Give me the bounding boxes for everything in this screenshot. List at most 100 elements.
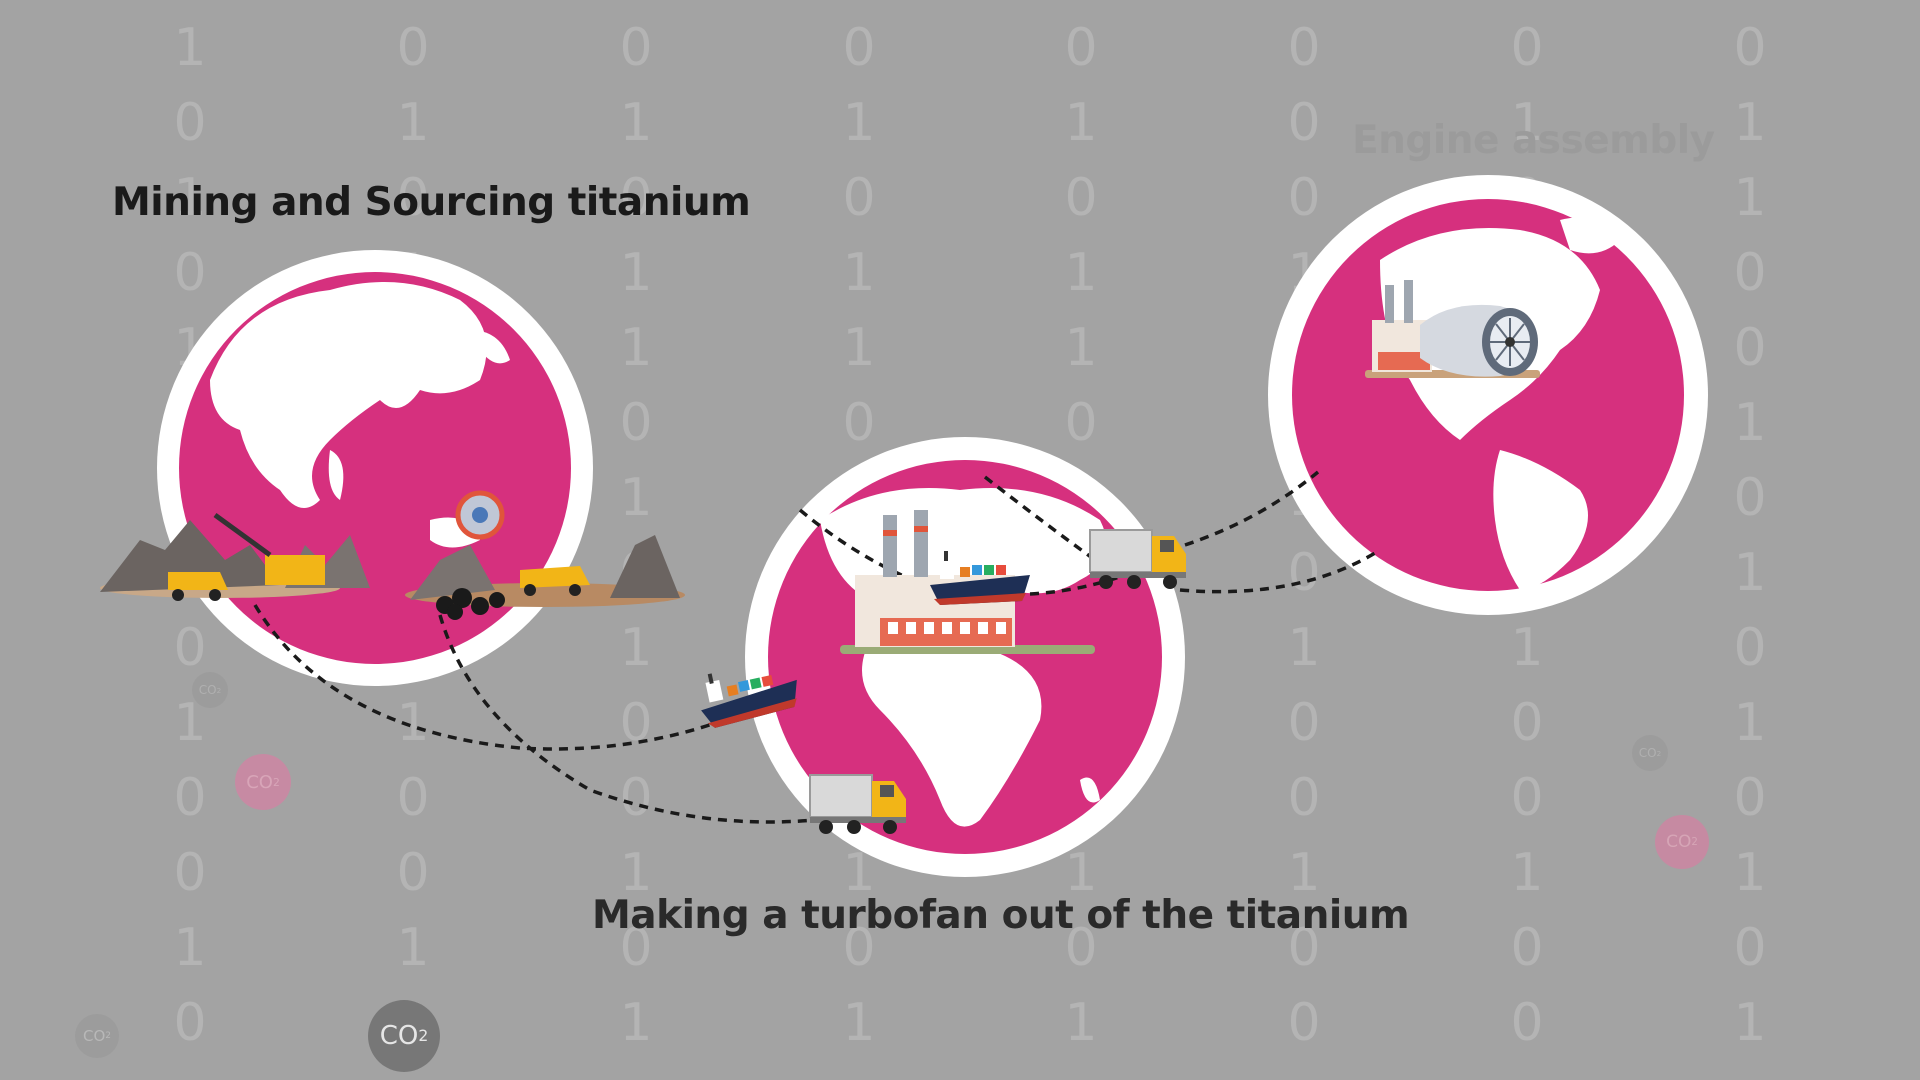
binary-digit: 1 <box>842 318 876 378</box>
co2-text: CO <box>246 771 273 793</box>
binary-digit: 0 <box>1287 693 1321 753</box>
binary-digit: 1 <box>1733 93 1767 153</box>
binary-digit: 1 <box>842 993 876 1053</box>
binary-digit: 0 <box>173 93 207 153</box>
co2-text: CO <box>82 1027 106 1045</box>
binary-digit: 0 <box>842 393 876 453</box>
binary-digit: 1 <box>1733 993 1767 1053</box>
co2-text: CO <box>379 1021 419 1051</box>
binary-digit: 1 <box>1733 543 1767 603</box>
binary-digit: 1 <box>619 468 653 528</box>
binary-digit: 0 <box>619 768 653 828</box>
binary-digit: 1 <box>619 618 653 678</box>
binary-digit: 0 <box>396 843 430 903</box>
co2-subscript: 2 <box>272 775 280 789</box>
binary-digit: 0 <box>173 768 207 828</box>
co2-text: CO <box>198 683 217 697</box>
binary-digit: 0 <box>1064 18 1098 78</box>
binary-digit: 1 <box>619 243 653 303</box>
binary-digit: 1 <box>1064 993 1098 1053</box>
binary-digit: 1 <box>1510 618 1544 678</box>
binary-digit: 1 <box>1733 393 1767 453</box>
binary-digit: 1 <box>1510 843 1544 903</box>
truck-icon <box>1089 529 1187 590</box>
co2-subscript: 2 <box>1691 836 1698 848</box>
binary-digit: 0 <box>619 918 653 978</box>
globe-americas <box>1268 175 1708 615</box>
binary-digit: 0 <box>1064 393 1098 453</box>
co2-subscript: 2 <box>418 1027 429 1045</box>
co2-subscript: 2 <box>1656 748 1662 758</box>
binary-digit: 1 <box>619 93 653 153</box>
binary-digit: 1 <box>1733 168 1767 228</box>
binary-digit: 0 <box>842 918 876 978</box>
globe-asia <box>157 250 593 686</box>
binary-digit: 0 <box>842 18 876 78</box>
binary-digit: 1 <box>1064 843 1098 903</box>
binary-digit: 0 <box>1733 618 1767 678</box>
binary-digit: 0 <box>1510 918 1544 978</box>
turbofan-title: Making a turbofan out of the titanium <box>592 893 1410 938</box>
binary-digit: 0 <box>1733 318 1767 378</box>
binary-digit: 0 <box>1733 18 1767 78</box>
binary-digit: 0 <box>173 993 207 1053</box>
binary-digit: 0 <box>1287 93 1321 153</box>
binary-digit: 1 <box>1510 93 1544 153</box>
mining-scene-icon <box>100 512 370 601</box>
binary-digit: 1 <box>396 93 430 153</box>
binary-digit: 1 <box>1064 243 1098 303</box>
binary-digit: 0 <box>1287 168 1321 228</box>
engine-assembly-title: Engine assembly <box>1352 118 1715 163</box>
binary-digit: 0 <box>173 618 207 678</box>
binary-digit: 0 <box>1287 543 1321 603</box>
binary-digit: 0 <box>396 18 430 78</box>
binary-digit: 1 <box>842 93 876 153</box>
co2-text: CO <box>1638 746 1657 760</box>
binary-digit: 1 <box>173 168 207 228</box>
binary-digit: 0 <box>1510 768 1544 828</box>
binary-digit: 1 <box>619 843 653 903</box>
binary-digit: 0 <box>1733 768 1767 828</box>
mining-title: Mining and Sourcing titanium <box>112 180 751 225</box>
binary-digit: 0 <box>1064 918 1098 978</box>
co2-subscript: 2 <box>105 1031 111 1041</box>
binary-digit: 0 <box>1733 918 1767 978</box>
co2-subscript: 2 <box>216 685 222 695</box>
binary-digit: 1 <box>1287 618 1321 678</box>
binary-digit: 0 <box>1733 243 1767 303</box>
mining-scene-icon <box>405 490 685 620</box>
co2-text: CO <box>1666 832 1692 852</box>
binary-digit: 0 <box>842 168 876 228</box>
binary-digit: 1 <box>1064 318 1098 378</box>
binary-digit: 1 <box>619 318 653 378</box>
binary-digit: 0 <box>1287 768 1321 828</box>
binary-digit: 1 <box>396 918 430 978</box>
binary-digit: 1 <box>173 918 207 978</box>
binary-digit: 1 <box>619 993 653 1053</box>
truck-icon <box>809 774 907 835</box>
binary-digit: 0 <box>1287 918 1321 978</box>
binary-digit: 0 <box>1064 168 1098 228</box>
binary-digit: 1 <box>1064 93 1098 153</box>
binary-digit: 0 <box>1510 693 1544 753</box>
binary-digit: 0 <box>396 168 430 228</box>
binary-digit: 1 <box>1733 843 1767 903</box>
binary-digit: 0 <box>619 393 653 453</box>
binary-digit: 1 <box>842 843 876 903</box>
binary-digit: 0 <box>619 168 653 228</box>
binary-digit: 0 <box>1510 993 1544 1053</box>
binary-digit: 0 <box>1733 468 1767 528</box>
binary-digit: 0 <box>1510 18 1544 78</box>
binary-digit: 1 <box>1733 693 1767 753</box>
binary-digit: 0 <box>1287 18 1321 78</box>
turbofan-engine-icon <box>1365 280 1540 378</box>
binary-digit: 1 <box>173 18 207 78</box>
binary-digit: 0 <box>396 768 430 828</box>
binary-digit: 0 <box>173 843 207 903</box>
